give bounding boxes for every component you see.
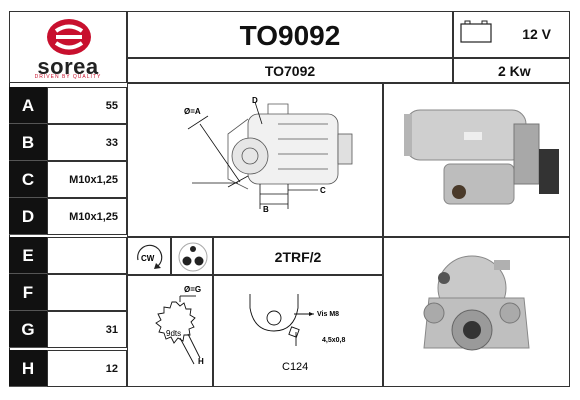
label-b: B xyxy=(263,205,269,214)
label-screw: Vis M8 xyxy=(317,311,339,318)
dim-value-c: M10x1,25 xyxy=(47,161,127,198)
dim-letter-a: A xyxy=(9,87,47,124)
connector-code: C124 xyxy=(282,361,308,373)
dim-letter-h: H xyxy=(9,350,47,387)
starter-photo-side xyxy=(383,83,570,237)
dim-letter-b: B xyxy=(9,124,47,161)
dim-letter-d: D xyxy=(9,198,47,235)
holes-cell xyxy=(171,237,213,275)
label-d: D xyxy=(252,96,258,105)
rotation-cell: CW xyxy=(127,237,171,275)
dim-value-a: 55 xyxy=(47,87,127,124)
dimension-drawing: Ø=A D C B xyxy=(127,83,383,237)
label-diam-a: Ø=A xyxy=(184,107,201,116)
dim-value-f xyxy=(47,274,127,311)
starter-outline-drawing: Ø=A D C B xyxy=(184,96,353,214)
battery-icon xyxy=(460,20,492,43)
product-code: TO9092 xyxy=(127,11,453,58)
sorea-emblem-icon xyxy=(47,19,91,55)
solenoid-connector-drawing: Vis M8 4,5x0,8 C124 xyxy=(249,294,345,373)
dim-value-b: 33 xyxy=(47,124,127,161)
pinion-drawing: Ø=G 9dts H xyxy=(127,275,213,387)
alt-product-code: TO7092 xyxy=(127,58,453,83)
dim-value-e xyxy=(47,237,127,274)
voltage-cell: 12 V xyxy=(453,11,570,58)
brand-name: sorea xyxy=(37,54,99,79)
power-value: 2 Kw xyxy=(453,58,570,83)
label-h: H xyxy=(198,357,204,366)
clockwise-rotation-icon: CW xyxy=(137,244,163,269)
connector-drawing: Vis M8 4,5x0,8 C124 xyxy=(213,275,383,387)
starter-side-photo xyxy=(404,109,559,205)
dim-letter-e: E xyxy=(9,237,47,274)
dim-letter-f: F xyxy=(9,274,47,311)
pinion-gear-drawing: Ø=G 9dts H xyxy=(155,285,204,366)
rotation-label: CW xyxy=(141,254,155,263)
mount-code: 2TRF/2 xyxy=(213,237,383,275)
brand-logo: sorea DRIVEN BY QUALITY xyxy=(9,11,127,83)
label-c: C xyxy=(320,186,326,195)
starter-front-photo xyxy=(423,255,530,351)
dim-value-h: 12 xyxy=(47,350,127,387)
label-diam-g: Ø=G xyxy=(184,285,201,294)
mounting-holes-icon xyxy=(178,242,208,272)
dim-letter-g: G xyxy=(9,311,47,348)
voltage-value: 12 V xyxy=(522,26,551,42)
dim-value-g: 31 xyxy=(47,311,127,348)
dim-value-d: M10x1,25 xyxy=(47,198,127,235)
dim-letter-c: C xyxy=(9,161,47,198)
brand-tagline: DRIVEN BY QUALITY xyxy=(34,74,102,80)
label-thread: 4,5x0,8 xyxy=(322,337,345,344)
starter-photo-front xyxy=(383,237,570,387)
label-teeth: 9dts xyxy=(166,329,181,338)
